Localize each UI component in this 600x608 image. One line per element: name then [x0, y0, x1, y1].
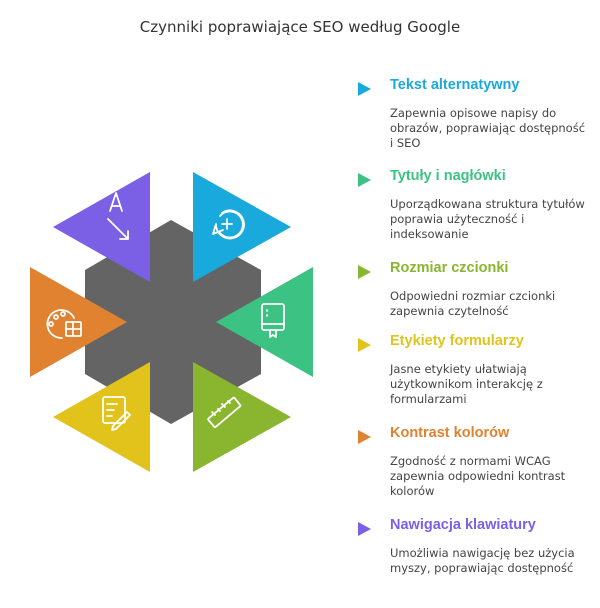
triangle-marker-icon	[358, 173, 371, 187]
pointer-cursor-icon	[107, 192, 129, 240]
triangle-marker-icon	[358, 430, 371, 444]
factor-description: Zgodność z normami WCAG zapewnia odpowie…	[390, 454, 566, 498]
segment-tytuly-i-naglowki	[216, 267, 313, 377]
chat-plus-icon	[212, 209, 245, 240]
segment-etykiety-formularzy	[53, 362, 150, 472]
diagram-title: Czynniki poprawiające SEO według Google	[139, 18, 461, 36]
factor-heading: Nawigacja klawiatury	[390, 517, 536, 533]
factor-heading: Rozmiar czcionki	[390, 260, 509, 276]
factor-description: Odpowiedni rozmiar czcionki zapewnia czy…	[390, 289, 556, 318]
factor-heading: Etykiety formularzy	[390, 333, 524, 349]
book-icon	[261, 303, 285, 338]
factor-description: Zapewnia opisowe napisy do obrazów, popr…	[390, 106, 586, 150]
factor-heading: Tekst alternatywny	[390, 77, 520, 93]
ruler-icon	[207, 396, 242, 429]
triangle-marker-icon	[358, 82, 371, 96]
factor-description: Umożliwia nawigację bez użycia myszy, po…	[390, 546, 575, 575]
triangle-marker-icon	[358, 338, 371, 352]
triangle-marker-icon	[358, 265, 371, 279]
factor-heading: Kontrast kolorów	[390, 425, 510, 441]
form-edit-icon	[102, 396, 131, 431]
triangle-marker-icon	[358, 522, 371, 536]
factor-description: Jasne etykiety ułatwiają użytkownikom in…	[390, 362, 543, 406]
segment-rozmiar-czcionki	[193, 362, 291, 472]
segment-nawigacja-klawiatury	[53, 172, 150, 282]
center-hexagon	[85, 220, 261, 424]
palette-icon	[46, 309, 82, 339]
hexagon-diagram	[30, 172, 313, 472]
factor-description: Uporządkowana struktura tytułów poprawia…	[390, 197, 585, 241]
factor-heading: Tytuły i nagłówki	[390, 168, 506, 184]
